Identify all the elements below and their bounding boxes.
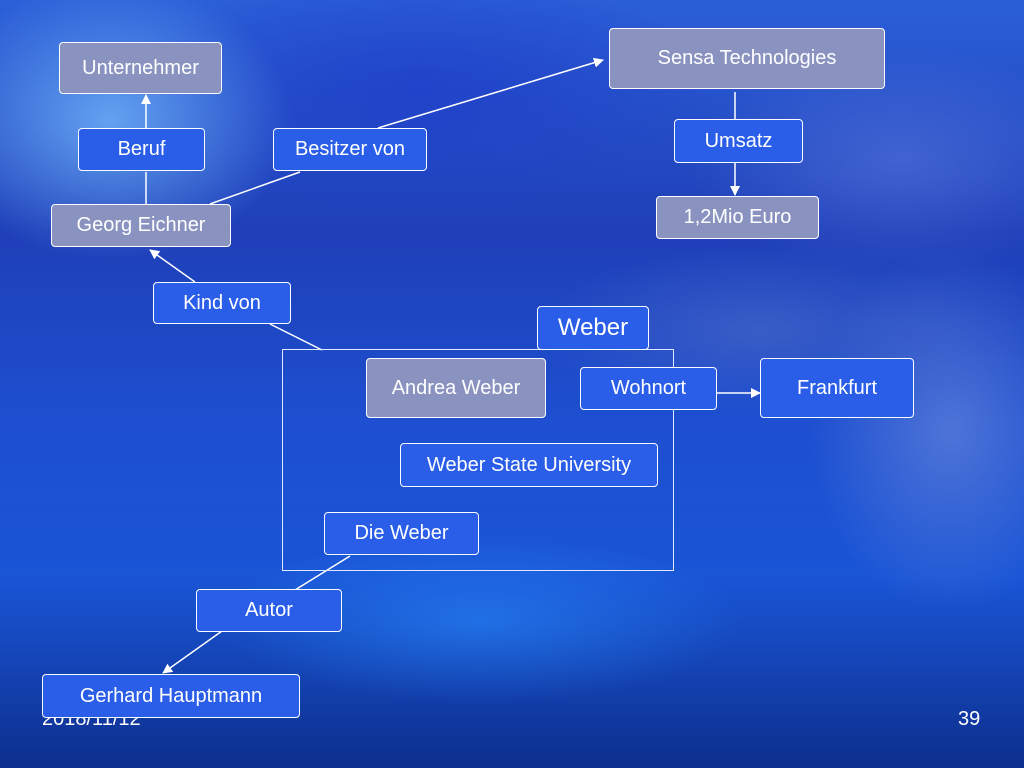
edge-besitzer-sensa [377,57,604,129]
edge-weber-kind [269,323,323,351]
node-label: Sensa Technologies [657,47,837,69]
node-label: Kind von [183,291,261,314]
node-label: Frankfurt [796,376,878,399]
edge-kind-georg [149,249,196,283]
node-label: Unternehmer [82,56,199,79]
node-label: Autor [245,599,293,621]
node-label: Beruf [117,138,166,160]
node-andrea-weber[interactable]: Andrea Weber [366,358,546,418]
node-georg-eichner[interactable]: Georg Eichner [51,204,231,247]
node-label: Andrea Weber [391,376,521,399]
node-label: Umsatz [704,129,773,152]
node-gerhard-hauptmann[interactable]: Gerhard Hauptmann [42,674,300,718]
edge-georg-besitzer [209,171,301,205]
node-label: Weber State University [426,453,632,476]
edge-dieweber-autor [294,555,351,591]
node-wohnort[interactable]: Wohnort [580,367,717,410]
node-kind-von[interactable]: Kind von [153,282,291,324]
node-label: Besitzer von [294,138,406,160]
node-label: Weber [557,314,629,341]
node-label: Georg Eichner [76,214,206,236]
node-weber[interactable]: Weber [537,306,649,350]
node-label: Die Weber [354,522,449,544]
node-label: 1,2Mio Euro [683,206,792,228]
node-mio-euro[interactable]: 1,2Mio Euro [656,196,819,239]
node-sensa-technologies[interactable]: Sensa Technologies [609,28,885,89]
node-beruf[interactable]: Beruf [78,128,205,171]
node-unternehmer[interactable]: Unternehmer [59,42,222,94]
footer-page-number: 39 [958,708,981,730]
node-label: Wohnort [610,377,687,399]
node-umsatz[interactable]: Umsatz [674,119,803,163]
weber-group-frame [282,349,674,571]
node-besitzer-von[interactable]: Besitzer von [273,128,427,171]
node-label: Gerhard Hauptmann [79,684,263,707]
node-die-weber[interactable]: Die Weber [324,512,479,555]
node-weber-state-university[interactable]: Weber State University [400,443,658,487]
edge-autor-gerhard [162,630,223,674]
node-frankfurt[interactable]: Frankfurt [760,358,914,418]
node-autor[interactable]: Autor [196,589,342,632]
